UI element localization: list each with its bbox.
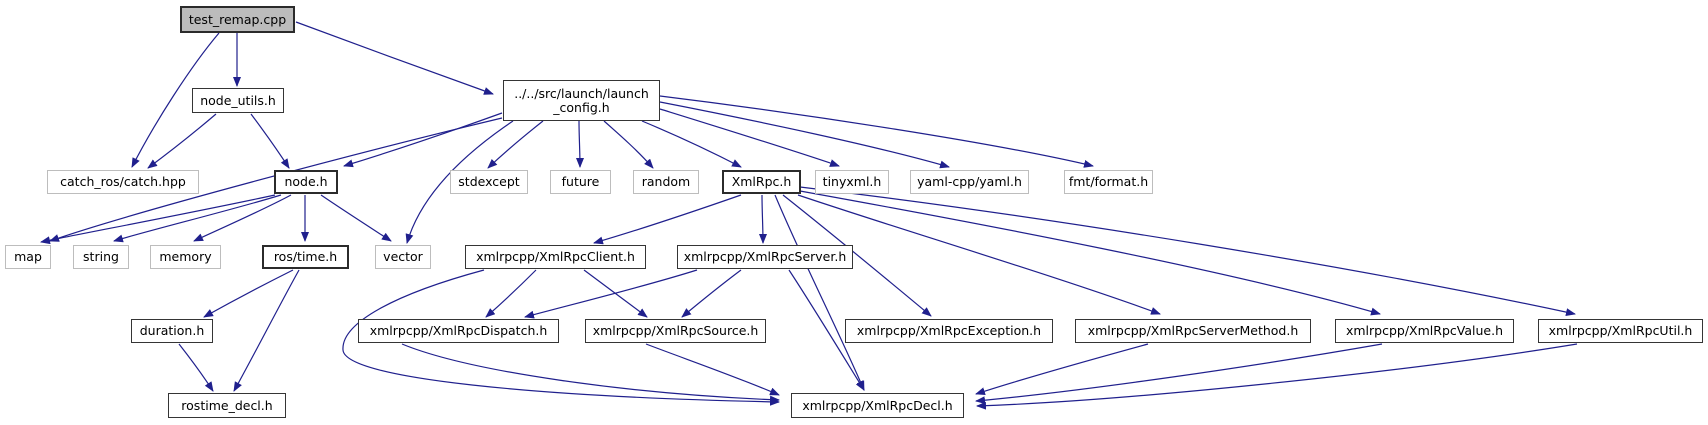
edge-duration-to-rostime-decl [178,343,214,392]
edge-launch-config-to-yaml [659,101,950,169]
node-xmlrpcclient-h[interactable]: xmlrpcpp/XmlRpcClient.h [465,245,646,269]
node-xmlrpcservermethod-h[interactable]: xmlrpcpp/XmlRpcServerMethod.h [1075,319,1311,343]
node-test-remap-cpp[interactable]: test_remap.cpp [180,6,295,33]
edge-xmlrpc-to-client [593,194,742,245]
edge-client-to-dispatch [485,269,537,318]
node-launch-config-h[interactable]: ../../src/launch/launch _config.h [503,80,660,121]
node-map[interactable]: map [5,245,51,269]
node-xmlrpc-h[interactable]: XmlRpc.h [722,170,801,194]
edge-node-utils-to-node-h [250,113,290,169]
edge-xmlrpc-to-server [758,194,767,244]
edge-xmlrpc-to-util [799,186,1576,317]
edge-xmlrpc-to-decl [774,194,865,391]
node-xmlrpcexception-h[interactable]: xmlrpcpp/XmlRpcException.h [845,319,1053,343]
edge-node-h-to-map [40,194,276,245]
node-yaml-cpp-yaml-h[interactable]: yaml-cpp/yaml.h [910,170,1029,194]
node-rostime-decl-h[interactable]: rostime_decl.h [168,393,286,418]
node-xmlrpcutil-h[interactable]: xmlrpcpp/XmlRpcUtil.h [1538,319,1703,343]
edge-node-h-to-vector [320,194,392,242]
node-xmlrpcdecl-h[interactable]: xmlrpcpp/XmlRpcDecl.h [791,393,964,418]
edge-test-remap-to-launch-config [295,21,494,95]
edge-util-to-decl [976,343,1578,410]
edge-node-utils-to-catch [147,113,217,169]
node-future[interactable]: future [550,170,611,194]
edge-client-to-decl [342,269,780,406]
node-fmt-format-h[interactable]: fmt/format.h [1064,170,1153,194]
node-xmlrpcserver-h[interactable]: xmlrpcpp/XmlRpcServer.h [677,245,853,269]
edge-launch-config-to-stdexcept [487,120,544,169]
node-stdexcept[interactable]: stdexcept [450,170,528,194]
node-xmlrpcdispatch-h[interactable]: xmlrpcpp/XmlRpcDispatch.h [358,319,559,343]
edge-launch-config-to-future [575,120,584,168]
node-vector[interactable]: vector [375,245,431,269]
edge-launch-config-to-map [49,117,503,242]
edge-server-to-dispatch [524,269,698,319]
edge-xmlrpc-to-value [799,190,1381,316]
edge-node-h-to-string [113,194,282,243]
node-memory[interactable]: memory [150,245,221,269]
edge-server-to-source [681,269,742,318]
edge-test-remap-to-catch [131,32,220,168]
edge-ros-time-to-duration [203,269,294,318]
edge-launch-config-to-xmlrpc [641,120,742,168]
node-ros-time-h[interactable]: ros/time.h [262,245,349,269]
edge-source-to-decl [645,343,780,396]
edge-dispatch-to-decl [401,343,780,404]
edge-launch-config-to-node-h [343,112,503,168]
edge-ros-time-to-rostime-decl [233,269,300,392]
node-xmlrpcvalue-h[interactable]: xmlrpcpp/XmlRpcValue.h [1335,319,1514,343]
node-node-h[interactable]: node.h [274,170,338,194]
node-duration-h[interactable]: duration.h [131,319,213,343]
node-catch-ros-catch-hpp[interactable]: catch_ros/catch.hpp [47,170,199,194]
edge-launch-config-to-fmt [659,95,1094,168]
edge-xmlrpc-to-exception [782,194,932,317]
node-xmlrpcsource-h[interactable]: xmlrpcpp/XmlRpcSource.h [585,319,766,343]
edge-launch-config-to-random [603,120,654,169]
node-random[interactable]: random [633,170,699,194]
node-string[interactable]: string [73,245,129,269]
edge-servermethod-to-decl [975,343,1149,396]
node-node-utils-h[interactable]: node_utils.h [192,88,284,113]
edge-server-to-decl [788,269,865,391]
edge-xmlrpc-to-servermethod [797,194,1161,315]
edge-value-to-decl [975,343,1383,405]
edge-node-h-to-memory [193,194,292,242]
node-tinyxml-h[interactable]: tinyxml.h [815,170,889,194]
edge-launch-config-to-tinyxml [659,108,840,167]
edge-launch-config-to-vector [405,120,514,244]
